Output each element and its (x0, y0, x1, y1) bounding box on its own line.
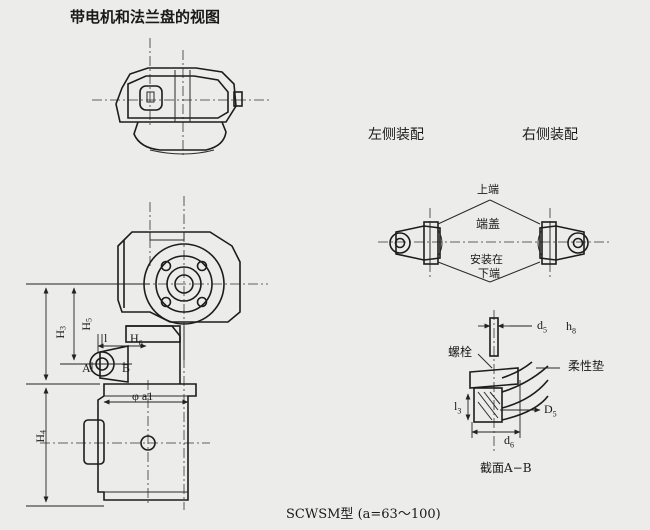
section-d5-label: d5 (537, 318, 547, 335)
dim-H6-label: H6 (130, 331, 143, 348)
dim-l-label: l (104, 331, 108, 345)
dim-H3-label: H3 (53, 326, 68, 339)
dim-H5-label: H5 (79, 318, 94, 331)
figure-caption: SCWSM型 (a=63～100) (286, 507, 441, 522)
section-D5-label: D5 (544, 402, 557, 419)
section-ab-view (465, 310, 560, 452)
dim-phi-a1-label: φ a1 (132, 389, 154, 403)
front-dimensions (26, 283, 189, 507)
section-h8-label: h8 (566, 319, 576, 336)
left-assembly-label: 左侧装配 (368, 127, 424, 143)
assembly-views (378, 199, 610, 283)
section-A-label: A (82, 361, 91, 375)
bolt-label: 螺栓 (448, 345, 473, 359)
section-B-label: B (122, 361, 131, 375)
page-title: 带电机和法兰盘的视图 (70, 8, 221, 26)
section-title: 截面A−B (480, 461, 532, 475)
lower-end-label: 下端 (478, 267, 500, 280)
section-l3-label: l3 (454, 399, 462, 416)
upper-end-label: 上端 (477, 183, 499, 196)
flexible-pad-label: 柔性垫 (568, 359, 605, 373)
end-cover-label: 端盖 (476, 217, 501, 231)
install-at-label: 安装在 (470, 253, 503, 266)
top-view (92, 38, 272, 158)
right-assembly-label: 右侧装配 (522, 127, 578, 143)
section-d6-label: d6 (504, 433, 514, 450)
front-view (40, 196, 268, 510)
dim-H4-label: H4 (33, 430, 48, 443)
